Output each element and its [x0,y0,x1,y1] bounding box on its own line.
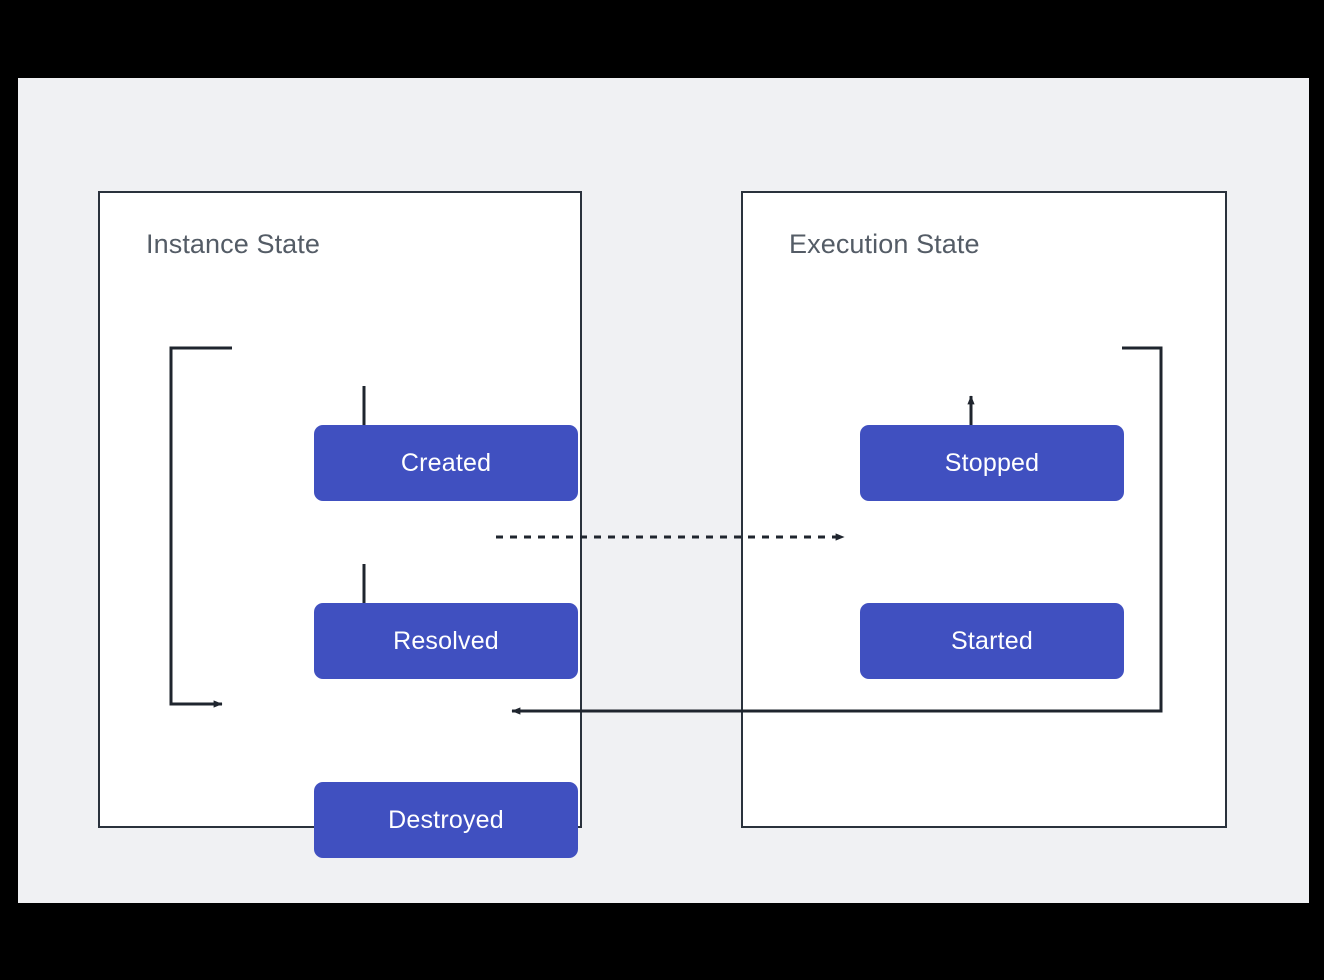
panel-instance-state-title: Instance State [146,229,321,259]
diagram-canvas: Instance State Created Resolved Destroye… [18,78,1309,903]
node-resolved[interactable]: Resolved [314,603,578,679]
panel-execution-state-title: Execution State [789,229,980,259]
node-started[interactable]: Started [860,603,1124,679]
panel-instance-state: Instance State Created Resolved Destroye… [98,191,582,858]
node-created[interactable]: Created [314,425,578,501]
edge-created-to-destroyed [169,346,232,708]
node-destroyed[interactable]: Destroyed [314,782,578,858]
node-stopped[interactable]: Stopped [860,425,1124,501]
edge-stopped-to-destroyed [511,346,1163,715]
panel-execution-state: Execution State Stopped Started [741,191,1227,828]
